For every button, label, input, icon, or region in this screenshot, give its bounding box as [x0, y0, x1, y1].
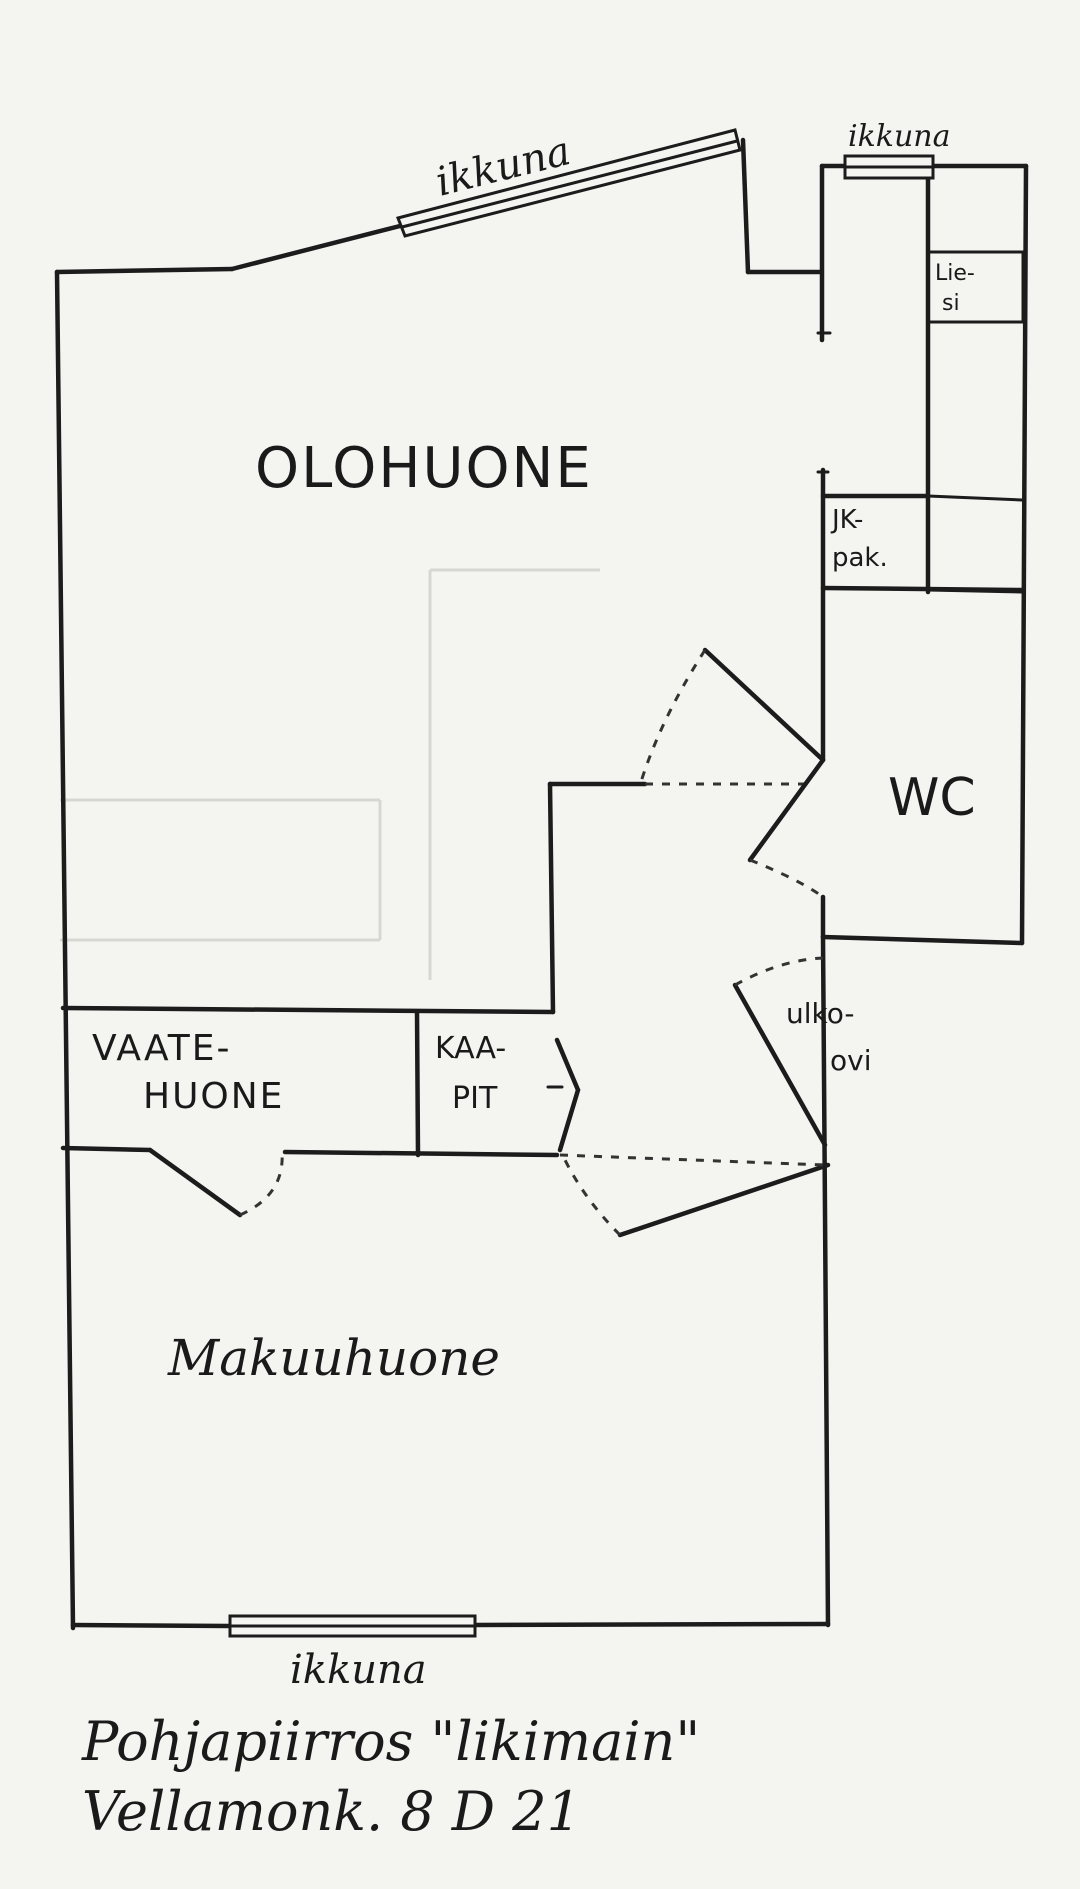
- hall-right-wall: [820, 934, 831, 1628]
- wall-top-angled: [229, 223, 403, 272]
- wall-right-upper: [1019, 163, 1029, 946]
- caption-line2: Vellamonk. 8 D 21: [82, 1780, 581, 1843]
- closet-door-swing: [239, 1151, 284, 1217]
- windows: [228, 128, 935, 1638]
- closet-top-wall: [60, 1005, 556, 1015]
- stove-box: [926, 250, 1025, 324]
- hall-left-wall: [547, 781, 556, 1015]
- label-closet-line1: VAATE-: [92, 1028, 232, 1069]
- closet-door-leaf: [147, 1147, 243, 1218]
- wc-door-swing-2: [749, 858, 824, 899]
- bedroom-bottom-right: [472, 1621, 831, 1628]
- wall-left: [54, 269, 76, 1631]
- closet-bottom-wall: [60, 1145, 153, 1153]
- wall-top-left: [54, 266, 235, 275]
- label-freezer-line1: JK-: [830, 505, 863, 535]
- entrance-door-leaf: [732, 982, 828, 1148]
- label-stove-line1: Lie-: [935, 261, 975, 286]
- label-bedroom: Makuuhuone: [167, 1329, 500, 1387]
- doors: [147, 331, 832, 1238]
- label-window-kitchen: ikkuna: [848, 119, 950, 154]
- wc-door-leaf-2: [747, 757, 826, 863]
- wall-alcove-vertical: [740, 137, 751, 275]
- label-cabinets-line1: KAA-: [435, 1031, 506, 1066]
- label-closet-line2: HUONE: [143, 1076, 284, 1117]
- label-cabinets-line2: PIT: [452, 1081, 498, 1116]
- counter-divider: [926, 494, 1024, 502]
- wc-door-swing: [638, 649, 707, 786]
- wc-door-leaf: [702, 647, 826, 763]
- bedroom-bottom-left: [70, 1622, 233, 1629]
- cabinet-divider: [414, 1009, 421, 1158]
- label-window-bedroom: ikkuna: [290, 1647, 427, 1693]
- wc-bottom: [820, 934, 1025, 946]
- label-wc: WC: [888, 768, 976, 828]
- freezer-bottom: [820, 585, 1025, 593]
- label-stove-line2: si: [942, 291, 960, 316]
- paper-show-through: [60, 568, 600, 980]
- bedroom-door-leaf: [617, 1162, 831, 1238]
- label-freezer-line2: pak.: [832, 543, 888, 573]
- caption-line1: Pohjapiirros "likimain": [81, 1710, 700, 1773]
- label-entrance-line2: ovi: [830, 1044, 871, 1077]
- cabinet-door-leaf: [554, 1037, 581, 1093]
- closet-bottom-wall-2: [282, 1149, 560, 1158]
- label-entrance-line1: ulko-: [786, 997, 855, 1030]
- label-living-room: OLOHUONE: [255, 436, 593, 501]
